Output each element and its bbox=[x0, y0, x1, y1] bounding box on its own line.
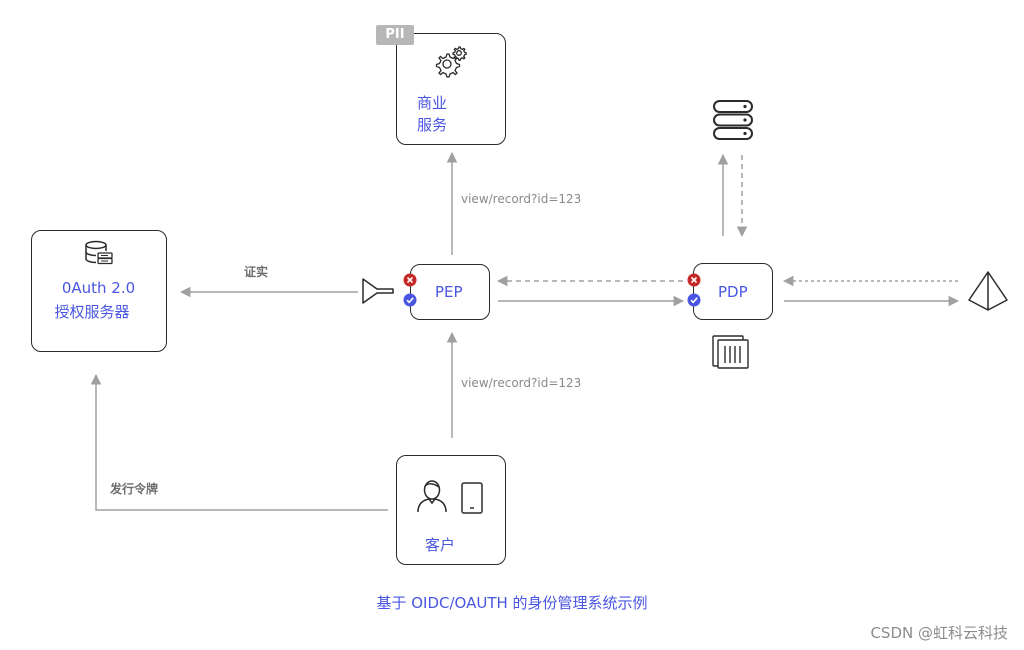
verify-label: 证实 bbox=[244, 265, 269, 279]
request-label-bottom: view/record?id=123 bbox=[461, 376, 582, 390]
allow-icon bbox=[687, 293, 701, 307]
deny-icon bbox=[403, 273, 417, 287]
oauth-server-title: 0Auth 2.0 bbox=[61, 279, 136, 297]
database-icon bbox=[85, 240, 113, 265]
pdp-node: PDP bbox=[693, 263, 773, 320]
pii-badge: PII bbox=[376, 25, 414, 45]
gear-icon bbox=[435, 46, 467, 78]
client-label: 客户 bbox=[425, 536, 456, 554]
document-icon bbox=[712, 335, 749, 369]
business-service-title: 商业 bbox=[417, 94, 448, 112]
diagram-caption: 基于 OIDC/OAUTH 的身份管理系统示例 bbox=[376, 594, 648, 612]
tablet-icon bbox=[461, 482, 483, 514]
oauth-server-subtitle: 授权服务器 bbox=[54, 303, 130, 321]
pep-node: PEP bbox=[410, 264, 490, 320]
request-label-top: view/record?id=123 bbox=[461, 192, 582, 206]
oauth-server-node: 0Auth 2.0 授权服务器 bbox=[31, 230, 167, 352]
client-node: 客户 bbox=[396, 455, 506, 565]
prism-icon bbox=[968, 271, 1008, 311]
watermark: CSDN @虹科云科技 bbox=[870, 624, 1008, 642]
funnel-icon bbox=[362, 278, 394, 304]
issue-token-arrow bbox=[90, 373, 388, 511]
pep-label: PEP bbox=[435, 283, 463, 301]
allow-icon bbox=[403, 293, 417, 307]
server-stack-icon bbox=[713, 100, 753, 140]
business-service-subtitle: 服务 bbox=[417, 116, 448, 134]
issue-token-label: 发行令牌 bbox=[110, 482, 159, 496]
pdp-label: PDP bbox=[718, 283, 748, 301]
business-service-node: 商业 服务 bbox=[396, 33, 506, 145]
deny-icon bbox=[687, 273, 701, 287]
user-icon bbox=[417, 480, 447, 513]
